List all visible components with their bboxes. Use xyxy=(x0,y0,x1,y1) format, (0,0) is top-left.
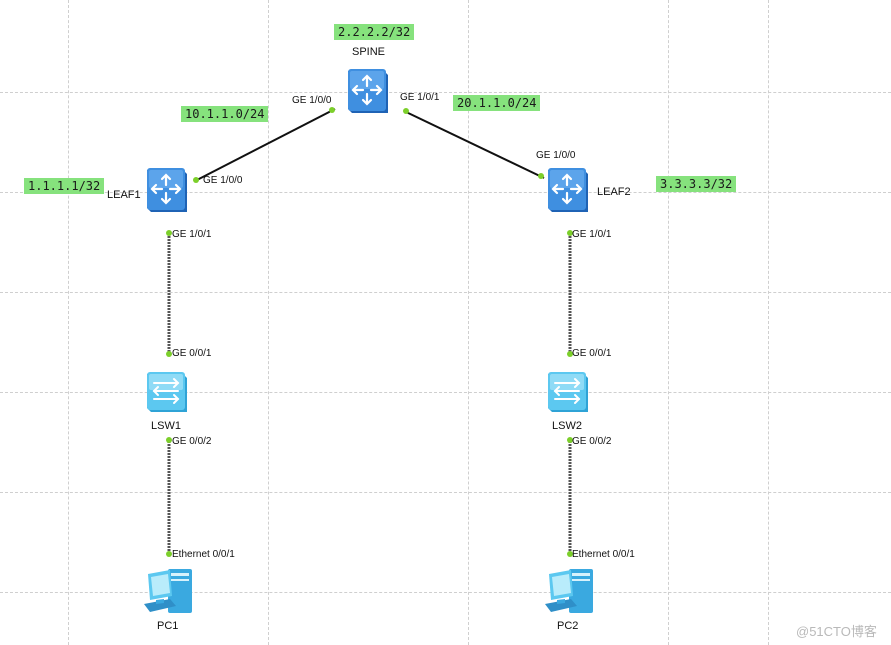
lsw2-port-ge002: GE 0/0/2 xyxy=(572,436,612,447)
spine-port-ge101: GE 1/0/1 xyxy=(400,92,440,103)
subnet-tag-spine-leaf1: 10.1.1.0/24 xyxy=(181,106,269,122)
pc2-label: PC2 xyxy=(557,620,579,632)
port-dot[interactable] xyxy=(166,551,172,557)
leaf1-port-ge101: GE 1/0/1 xyxy=(172,229,212,240)
grid-line xyxy=(68,0,69,645)
spine-port-ge100: GE 1/0/0 xyxy=(292,95,332,106)
leaf2-port-ge100: GE 1/0/0 xyxy=(536,150,576,161)
pc1-label: PC1 xyxy=(157,620,179,632)
leaf2-port-ge101: GE 1/0/1 xyxy=(572,229,612,240)
router-icon[interactable] xyxy=(145,166,189,214)
pc2-port-eth: Ethernet 0/0/1 xyxy=(572,549,635,560)
grid-line xyxy=(668,0,669,645)
pc1-port-eth: Ethernet 0/0/1 xyxy=(172,549,235,560)
leaf1-port-ge100: GE 1/0/0 xyxy=(203,175,243,186)
port-dot[interactable] xyxy=(567,551,573,557)
grid-line xyxy=(768,0,769,645)
lsw2-port-ge001: GE 0/0/1 xyxy=(572,348,612,359)
watermark: @51CTO博客 xyxy=(796,624,877,639)
leaf2-loopback-tag: 3.3.3.3/32 xyxy=(656,176,737,192)
grid-line xyxy=(0,92,891,93)
lsw1-label: LSW1 xyxy=(151,420,181,432)
pc-icon[interactable] xyxy=(140,566,196,616)
grid-line xyxy=(0,392,891,393)
pc-icon[interactable] xyxy=(541,566,597,616)
port-dot[interactable] xyxy=(403,108,409,114)
port-dot[interactable] xyxy=(166,230,172,236)
link-spine-leaf1[interactable] xyxy=(194,108,336,182)
leaf1-label: LEAF1 xyxy=(107,189,141,201)
spine-label: SPINE xyxy=(352,46,386,58)
leaf1-loopback-tag: 1.1.1.1/32 xyxy=(24,178,105,194)
lsw2-label: LSW2 xyxy=(552,420,582,432)
port-dot[interactable] xyxy=(567,351,573,357)
port-dot[interactable] xyxy=(567,437,573,443)
spine-loopback-tag: 2.2.2.2/32 xyxy=(334,24,415,40)
router-icon[interactable] xyxy=(546,166,590,214)
lsw1-port-ge002: GE 0/0/2 xyxy=(172,436,212,447)
port-dot[interactable] xyxy=(329,107,335,113)
grid-line xyxy=(468,0,469,645)
switch-icon[interactable] xyxy=(546,370,590,414)
grid-line xyxy=(0,292,891,293)
leaf2-label: LEAF2 xyxy=(597,186,631,198)
grid-line xyxy=(0,492,891,493)
grid-line xyxy=(0,192,891,193)
port-dot[interactable] xyxy=(538,173,544,179)
port-dot[interactable] xyxy=(166,437,172,443)
port-dot[interactable] xyxy=(567,230,573,236)
grid-line xyxy=(268,0,269,645)
port-dot[interactable] xyxy=(193,177,199,183)
grid-line xyxy=(0,592,891,593)
link-spine-leaf2[interactable] xyxy=(403,110,545,179)
port-dot[interactable] xyxy=(166,351,172,357)
switch-icon[interactable] xyxy=(145,370,189,414)
lsw1-port-ge001: GE 0/0/1 xyxy=(172,348,212,359)
subnet-tag-spine-leaf2: 20.1.1.0/24 xyxy=(453,95,541,111)
router-icon[interactable] xyxy=(346,67,390,115)
